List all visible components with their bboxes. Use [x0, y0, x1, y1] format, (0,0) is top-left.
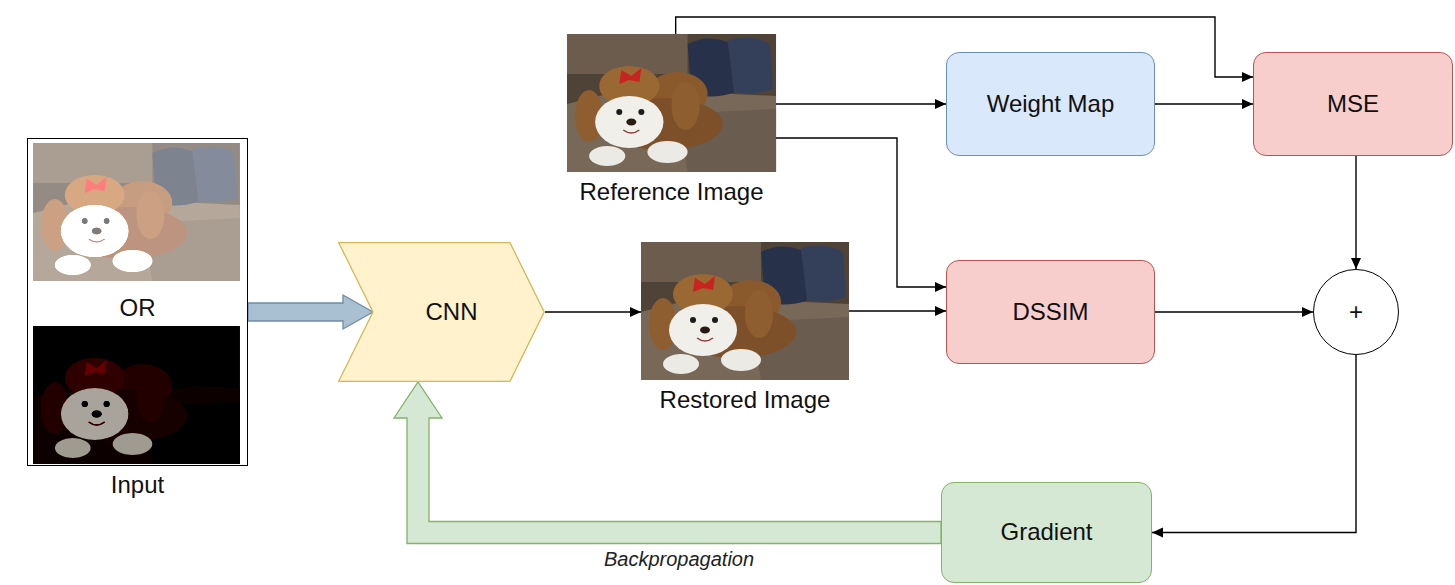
backprop-arrow [394, 382, 941, 544]
label-text: DSSIM [1012, 298, 1088, 327]
label-text: Restored Image [660, 386, 831, 413]
arrow-head [630, 307, 641, 317]
connector [849, 306, 946, 316]
chevron-outline [339, 243, 545, 382]
label-text: Input [111, 471, 164, 498]
connector-line [1152, 355, 1356, 533]
connector [1155, 307, 1313, 317]
reference-photo [567, 34, 776, 172]
arrow-head [935, 306, 946, 316]
connector [394, 382, 941, 544]
connector [1155, 99, 1253, 109]
caption-holder: OR [28, 294, 247, 323]
connector-line [545, 311, 641, 312]
reference-image: Reference Image [567, 34, 776, 172]
label-text: Weight Map [987, 90, 1115, 119]
arrow-head [1242, 99, 1253, 109]
label-text: OR [120, 294, 156, 321]
connector-line [1155, 311, 1313, 312]
label-text: + [1349, 298, 1363, 327]
connector-line [1355, 156, 1356, 269]
edge-label: Backpropagation [604, 547, 754, 571]
connector-line [849, 310, 946, 311]
label-text: Gradient [1000, 518, 1092, 547]
connector-line [776, 103, 946, 104]
input-frame: ORInput [27, 138, 248, 466]
connector [545, 307, 641, 317]
arrow-head [935, 282, 946, 292]
arrow-head [935, 99, 946, 109]
bright-input-photo [33, 143, 240, 281]
connector [776, 99, 946, 109]
arrow-head [1152, 528, 1163, 538]
restored-photo [641, 242, 849, 380]
label-text: Reference Image [579, 178, 763, 205]
caption-holder: Input [111, 471, 164, 500]
connector [248, 295, 373, 329]
dssim-box: DSSIM [946, 260, 1155, 364]
arrow-head [1351, 258, 1361, 269]
connector [1152, 355, 1356, 538]
label-text: MSE [1327, 90, 1379, 119]
input-arrow [248, 295, 373, 329]
label-text: Backpropagation [604, 548, 754, 570]
dark-input-photo [33, 326, 240, 464]
caption-holder: Restored Image [660, 386, 831, 415]
connector-line [776, 138, 946, 287]
connector [1351, 156, 1361, 269]
gradient-box: Gradient [941, 482, 1152, 583]
mse-box: MSE [1253, 52, 1453, 156]
sum-circle: + [1313, 269, 1399, 355]
arrow-head [1242, 72, 1253, 82]
connector-line [1155, 103, 1253, 104]
label-text: CNN [426, 298, 478, 327]
caption-holder: Reference Image [579, 178, 763, 207]
restored-image: Restored Image [641, 242, 849, 380]
arrow-head [1302, 307, 1313, 317]
connector [776, 138, 946, 292]
weight-map-box: Weight Map [946, 52, 1155, 156]
cnn-chevron: CNN [338, 242, 545, 382]
